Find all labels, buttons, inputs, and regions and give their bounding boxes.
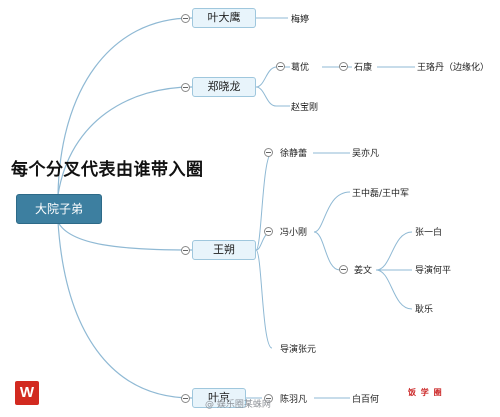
collapse-toggle-icon[interactable] — [264, 394, 273, 403]
collapse-toggle-icon[interactable] — [181, 83, 190, 92]
link-root-ye-jing — [57, 221, 193, 399]
collapse-toggle-icon[interactable] — [264, 148, 273, 157]
watermark: @ 娱乐圈某蛛网 — [205, 400, 271, 410]
node-ye-daying[interactable]: 叶大鹰 — [192, 8, 256, 28]
leaf-zhao-baogang: 赵宝刚 — [291, 103, 319, 113]
leaf-zhang-yuan: 导演张元 — [280, 345, 317, 355]
collapse-toggle-icon[interactable] — [181, 394, 190, 403]
leaf-feng-xiaogang: 冯小刚 — [280, 228, 308, 238]
leaf-wang-zhonglei: 王中磊/王中军 — [352, 189, 410, 199]
link-root-zheng-xiaolong — [57, 86, 193, 196]
collapse-toggle-icon[interactable] — [264, 227, 273, 236]
node-zheng-xiaolong[interactable]: 郑晓龙 — [192, 77, 256, 97]
leaf-mei-ting: 梅婷 — [291, 15, 310, 25]
leaf-wang-luodan: 王珞丹（边缘化） — [417, 63, 490, 73]
collapse-toggle-icon[interactable] — [339, 265, 348, 274]
collapse-toggle-icon[interactable] — [339, 62, 348, 71]
leaf-xu-jinglei: 徐静蕾 — [280, 149, 308, 159]
leaf-wu-yifan: 吴亦凡 — [352, 149, 380, 159]
node-wang-shuo[interactable]: 王朔 — [192, 240, 256, 260]
leaf-shi-kang: 石康 — [354, 63, 373, 73]
link-root-wang-shuo — [57, 221, 193, 251]
leaf-zhang-yibai: 张一白 — [415, 228, 443, 238]
collapse-toggle-icon[interactable] — [181, 14, 190, 23]
logo-icon: W — [15, 381, 39, 405]
leaf-bai-baihe: 白百何 — [352, 395, 380, 405]
stamp-label: 饭 学 圈 — [408, 388, 443, 397]
leaf-he-ping: 导演何平 — [415, 266, 452, 276]
collapse-toggle-icon[interactable] — [181, 246, 190, 255]
collapse-toggle-icon[interactable] — [276, 62, 285, 71]
leaf-chen-yufan: 陈羽凡 — [280, 395, 308, 405]
headline: 每个分叉代表由谁带入圈 — [11, 160, 204, 180]
node-ye-jing[interactable]: 叶京 — [192, 388, 246, 408]
leaf-ge-you: 葛优 — [291, 63, 310, 73]
root-node[interactable]: 大院子弟 — [16, 194, 102, 224]
link-root-ye-daying — [57, 17, 193, 196]
leaf-geng-le: 耿乐 — [415, 305, 434, 315]
leaf-jiang-wen: 姜文 — [354, 266, 373, 276]
